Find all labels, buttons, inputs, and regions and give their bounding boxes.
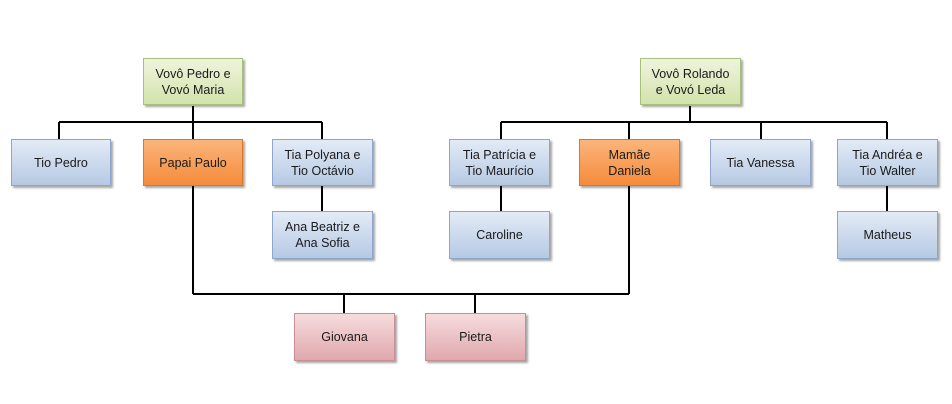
node-ana-beatriz-ana-sofia: Ana Beatriz e Ana Sofia — [272, 211, 373, 259]
node-pietra: Pietra — [425, 313, 526, 361]
node-papai-paulo: Papai Paulo — [143, 139, 243, 186]
node-giovana: Giovana — [294, 313, 395, 361]
node-matheus: Matheus — [837, 211, 938, 259]
node-tio-pedro: Tio Pedro — [11, 139, 111, 186]
node-tia-patricia-tio-mauricio: Tia Patrícia e Tio Maurício — [449, 139, 550, 186]
node-tia-andrea-tio-walter: Tia Andréa e Tio Walter — [837, 139, 938, 186]
node-mamae-daniela: Mamãe Daniela — [579, 139, 680, 186]
node-vovo-pedro-vovo-maria: Vovô Pedro e Vovó Maria — [143, 58, 243, 105]
node-tia-vanessa: Tia Vanessa — [710, 139, 811, 186]
node-vovo-rolando-vovo-leda: Vovô Rolando e Vovó Leda — [640, 58, 741, 105]
node-caroline: Caroline — [449, 211, 550, 259]
node-tia-polyana-tio-octavio: Tia Polyana e Tio Octávio — [272, 139, 373, 186]
